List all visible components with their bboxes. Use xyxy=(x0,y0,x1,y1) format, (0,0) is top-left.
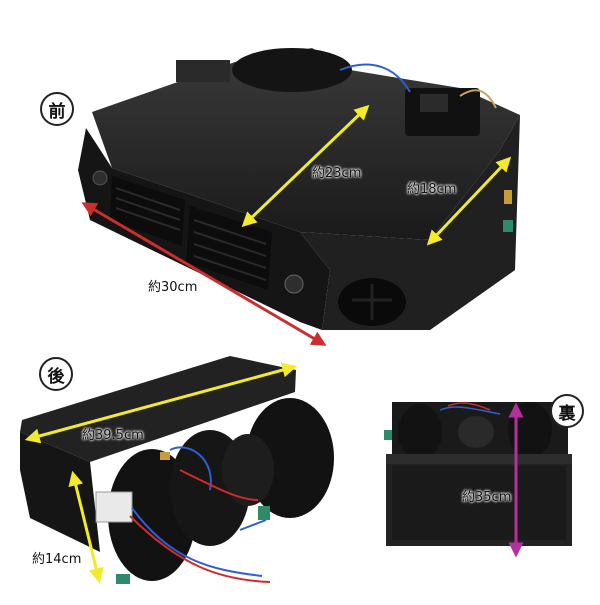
front-dimension-arrows xyxy=(81,104,512,346)
back-view-badge: 後 xyxy=(39,357,73,391)
width-back-label: 約39.5cm xyxy=(82,428,144,443)
back-dimension-arrows xyxy=(24,362,298,584)
width-rear-label: 約35cm xyxy=(462,490,512,505)
rear-view-badge: 裏 xyxy=(550,394,584,428)
rear-view-unit xyxy=(384,402,572,546)
height-front-label: 約18cm xyxy=(407,182,457,197)
width-front-label: 約30cm xyxy=(148,280,198,295)
height-back-label: 約14cm xyxy=(32,552,82,567)
depth-front-label: 約23cm xyxy=(312,166,362,181)
front-view-badge: 前 xyxy=(40,92,74,126)
